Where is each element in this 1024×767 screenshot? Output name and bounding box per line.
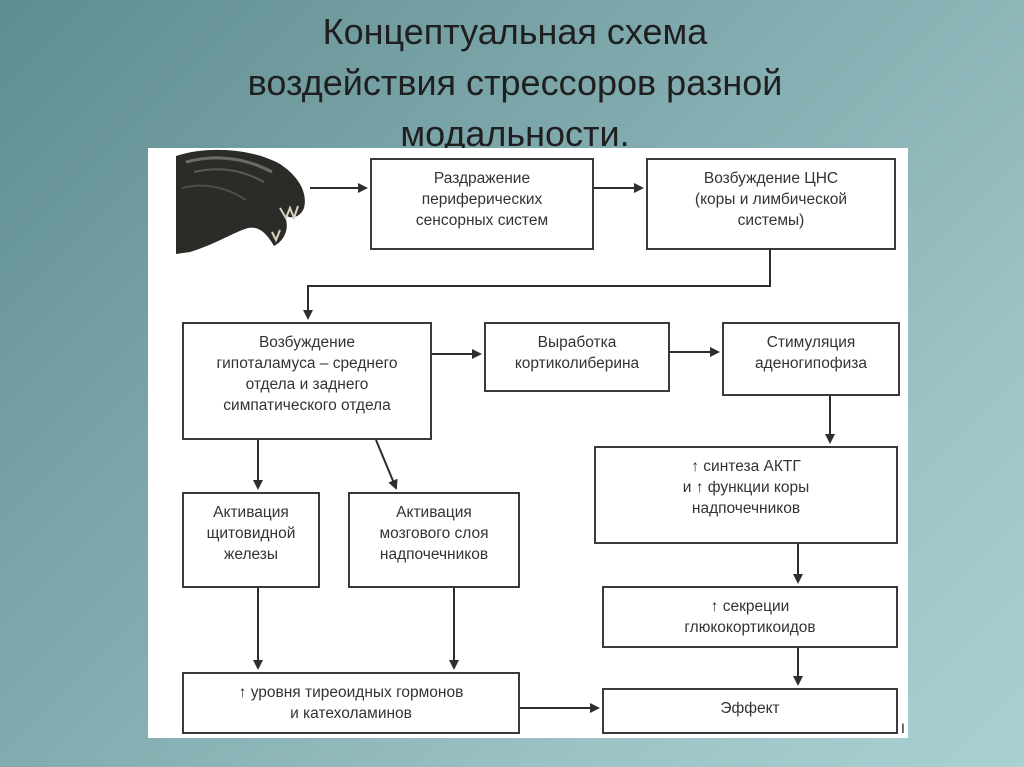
node-acth-synthesis: ↑ синтеза АКТГ и ↑ функции коры надпочеч…: [594, 446, 898, 544]
node-cns-excitation: Возбуждение ЦНС (коры и лимбической сист…: [646, 158, 896, 250]
alien-creature-icon: [176, 149, 305, 254]
title-line-2: воздействия стрессоров разной: [247, 62, 783, 103]
node-hypothalamus-excitation: Возбуждение гипоталамуса – среднего отде…: [182, 322, 432, 440]
flow-arrows: [253, 183, 835, 713]
node-peripheral-irritation: Раздражение периферических сенсорных сис…: [370, 158, 594, 250]
node-adrenal-medulla-activation: Активация мозгового слоя надпочечников: [348, 492, 520, 588]
edge-mark: I: [901, 720, 905, 736]
arrow-cns-to-hypothalamus: [303, 250, 771, 320]
arrow-hypothalamus-to-adrenal: [375, 439, 398, 490]
diagram-panel: Раздражение периферических сенсорных сис…: [148, 148, 908, 738]
node-glucocorticoid-secretion: ↑ секреции глюкокортикоидов: [602, 586, 898, 648]
node-hormone-levels: ↑ уровня тиреоидных гормонов и катехолам…: [182, 672, 520, 734]
node-corticoliberin: Выработка кортиколиберина: [484, 322, 670, 392]
node-thyroid-activation: Активация щитовидной железы: [182, 492, 320, 588]
title-line-1: Концептуальная схема: [322, 11, 708, 52]
slide-title: Концептуальная схема воздействия стрессо…: [200, 6, 830, 159]
title-line-3: модальности.: [400, 113, 630, 154]
node-adenohypophysis: Стимуляция аденогипофиза: [722, 322, 900, 396]
node-effect: Эффект: [602, 688, 898, 734]
